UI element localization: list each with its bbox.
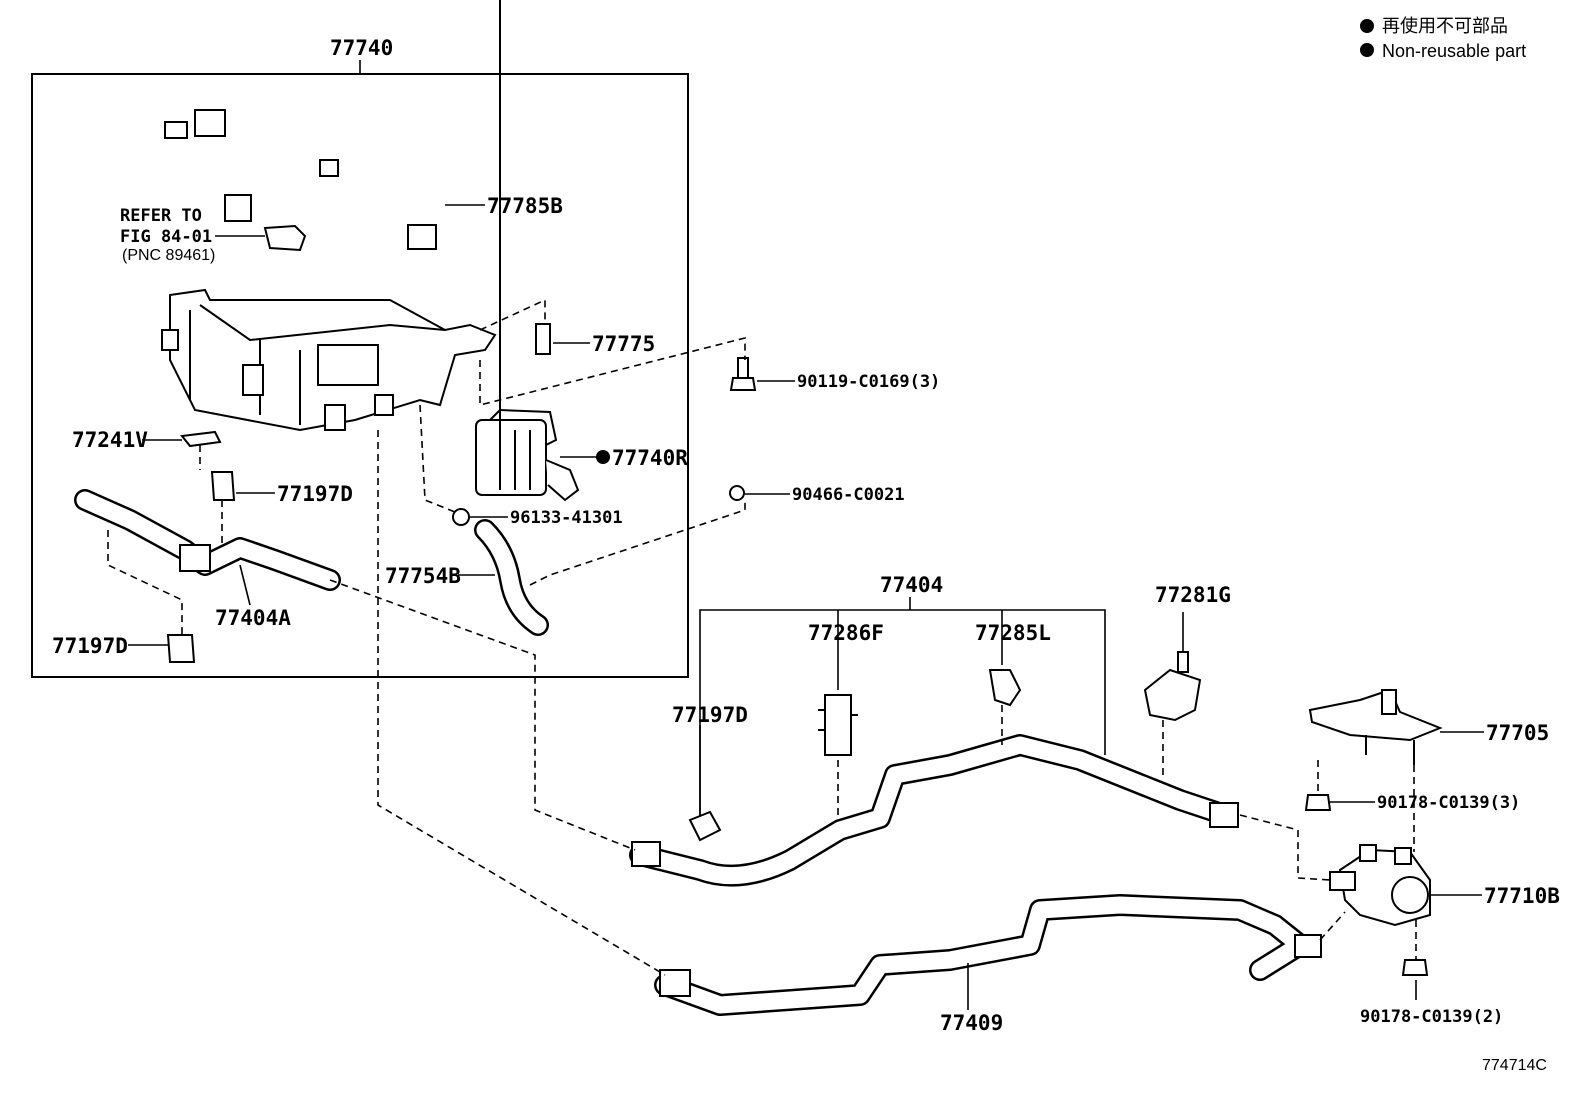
part-77286F: 77286F — [808, 621, 884, 756]
part-77285L: 77285L — [975, 621, 1051, 707]
hose-77404A: 77404A — [74, 489, 341, 630]
label-77404A[interactable]: 77404A — [215, 606, 291, 630]
refer-line-3: (PNC 89461) — [122, 247, 215, 264]
hose-77754B: 77754B — [385, 519, 549, 636]
valve-77710B: 77710B — [1329, 844, 1560, 927]
label-77404[interactable]: 77404 — [880, 573, 943, 597]
label-77740R[interactable]: 77740R — [612, 446, 688, 470]
part-77775: 77775 — [535, 323, 655, 356]
hose-77409: 77409 — [654, 894, 1322, 1035]
label-77754B[interactable]: 77754B — [385, 564, 461, 588]
label-77286F[interactable]: 77286F — [808, 621, 884, 645]
clamp-77197D-middle: 77197D — [672, 703, 748, 842]
label-77710B[interactable]: 77710B — [1484, 884, 1560, 908]
hose-77404 — [629, 734, 1239, 887]
refer-note: REFER TO FIG 84-01 (PNC 89461) — [120, 206, 307, 264]
assembly-dashed-lines — [107, 298, 1417, 976]
label-90178-3[interactable]: 90178-C0139(3) — [1377, 793, 1520, 813]
refer-line-2[interactable]: FIG 84-01 — [120, 227, 212, 247]
label-90466[interactable]: 90466-C0021 — [792, 485, 905, 505]
label-77241V[interactable]: 77241V — [72, 428, 148, 452]
refer-line-1: REFER TO — [120, 206, 202, 226]
clip-90466: 90466-C0021 — [729, 485, 905, 505]
legend-en: Non-reusable part — [1382, 41, 1526, 61]
clamp-77197D-lower: 77197D — [52, 634, 196, 663]
non-reusable-dot-icon — [1360, 19, 1374, 33]
label-77197D-upper[interactable]: 77197D — [277, 482, 353, 506]
non-reusable-dot-icon — [596, 450, 610, 464]
legend: 再使用不可部品 Non-reusable part — [1360, 16, 1526, 61]
label-77740[interactable]: 77740 — [330, 36, 393, 60]
label-77409[interactable]: 77409 — [940, 1011, 1003, 1035]
non-reusable-dot-icon — [1360, 43, 1374, 57]
label-90178-2[interactable]: 90178-C0139(2) — [1360, 1007, 1503, 1027]
charcoal-canister — [161, 288, 497, 432]
clamp-77197D-upper: 77197D — [210, 471, 353, 506]
label-77197D-lower[interactable]: 77197D — [52, 634, 128, 658]
figure-code: 774714C — [1482, 1057, 1547, 1074]
group-77404: 77404 — [699, 573, 1106, 825]
wire-harness-77785B: 77785B — [164, 109, 563, 250]
bolt-90119: 90119-C0169(3) — [729, 357, 940, 392]
assembly-box-77740: 77740 — [31, 36, 689, 678]
clip-96133: 96133-41301 — [452, 508, 623, 528]
label-77281G[interactable]: 77281G — [1155, 583, 1231, 607]
label-90119[interactable]: 90119-C0169(3) — [797, 372, 940, 392]
bracket-77705: 77705 — [1308, 688, 1549, 765]
label-77197D-middle[interactable]: 77197D — [672, 703, 748, 727]
part-77281G: 77281G — [1143, 583, 1231, 722]
nut-90178-2: 90178-C0139(2) — [1360, 959, 1503, 1027]
label-77285L[interactable]: 77285L — [975, 621, 1051, 645]
part-77241V: 77241V — [72, 428, 222, 452]
nut-90178-3: 90178-C0139(3) — [1304, 793, 1520, 813]
part-77740R: 77740R — [475, 0, 688, 502]
label-77785B[interactable]: 77785B — [487, 194, 563, 218]
label-96133[interactable]: 96133-41301 — [510, 508, 623, 528]
label-77705[interactable]: 77705 — [1486, 721, 1549, 745]
legend-jp: 再使用不可部品 — [1382, 16, 1508, 36]
label-77775[interactable]: 77775 — [592, 332, 655, 356]
